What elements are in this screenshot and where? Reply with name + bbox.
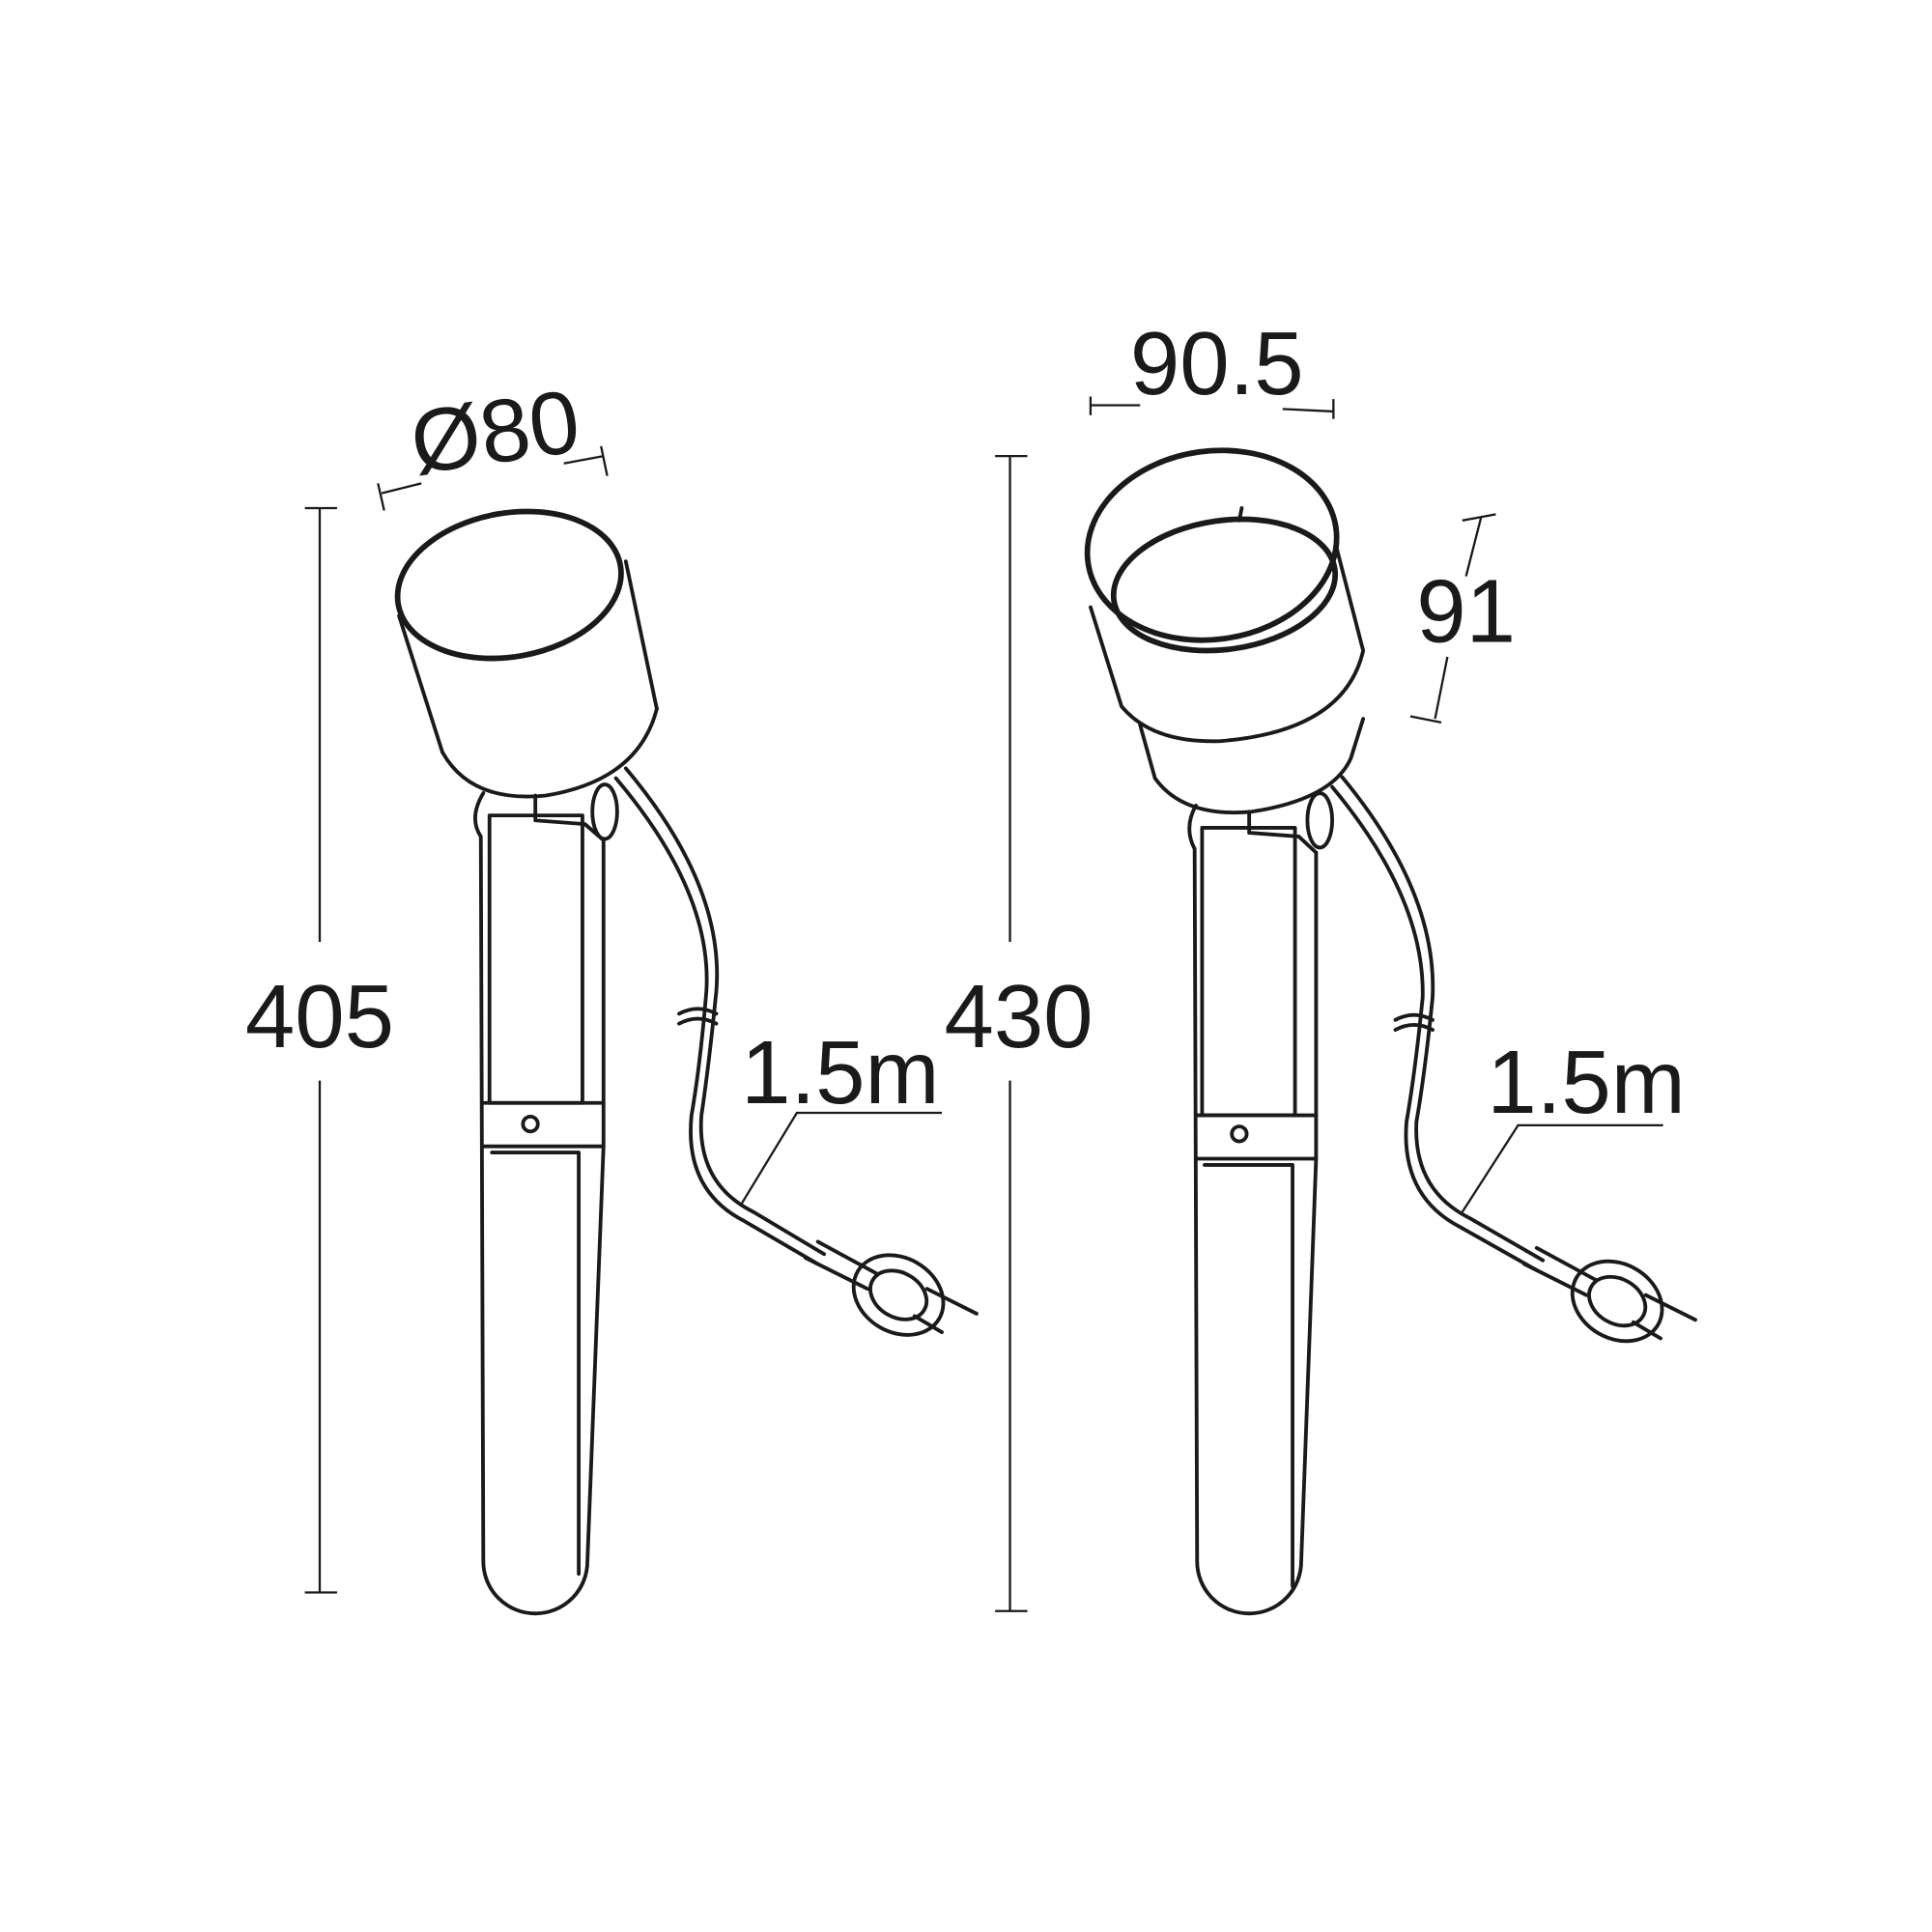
- left-diameter-dimension: Ø80: [377, 370, 609, 511]
- left-lamp-stake: [473, 782, 619, 1616]
- right-height-dimension: 430: [944, 454, 1094, 1612]
- right-ring-dimension: 91: [1409, 513, 1516, 724]
- right-lamp-cable: [1330, 775, 1697, 1344]
- left-cable-dimension: 1.5m: [740, 1022, 942, 1206]
- left-height-label: 405: [245, 966, 394, 1066]
- right-height-label: 430: [944, 966, 1093, 1066]
- plug-icon: [1522, 1245, 1697, 1344]
- right-lamp: 430 90.5 91 1.5m: [944, 313, 1697, 1616]
- right-cable-dimension: 1.5m: [1461, 1032, 1686, 1213]
- left-cable-label: 1.5m: [741, 1022, 939, 1122]
- right-lamp-head: [1084, 447, 1366, 814]
- left-height-dimension: 405: [245, 506, 394, 1594]
- left-lamp-cable: [613, 766, 979, 1337]
- left-lamp: 405 Ø80 1.5m: [245, 370, 979, 1616]
- right-width-label: 90.5: [1130, 313, 1304, 413]
- plug-icon: [803, 1239, 979, 1337]
- right-ring-label: 91: [1416, 561, 1516, 662]
- right-lamp-stake: [1187, 791, 1335, 1616]
- right-cable-label: 1.5m: [1487, 1032, 1685, 1132]
- left-lamp-head: [394, 508, 659, 799]
- right-width-dimension: 90.5: [1089, 313, 1335, 419]
- left-diameter-label: Ø80: [405, 370, 585, 493]
